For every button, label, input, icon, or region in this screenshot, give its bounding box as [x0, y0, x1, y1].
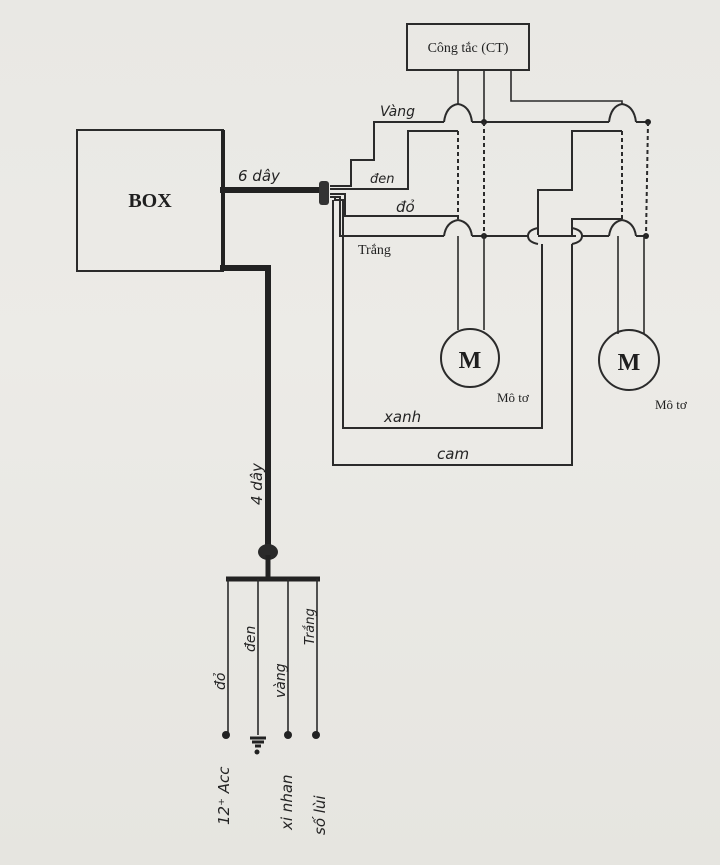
- motor-1-circle: [440, 328, 500, 388]
- label-wire-cam: cam: [437, 445, 469, 463]
- motor-2-circle: [598, 329, 660, 391]
- box-label: BOX: [128, 190, 172, 212]
- crossover-vang-1: [443, 102, 473, 123]
- crossover-trang-4: [608, 218, 637, 237]
- connector-6: [319, 181, 329, 205]
- label-wire-vang: vàng: [273, 663, 289, 698]
- wire-do-right: [571, 218, 622, 236]
- label-wire-den-top: đen: [370, 172, 395, 187]
- wire-den-route: [330, 130, 458, 190]
- motor-2-symbol: M: [618, 350, 641, 376]
- motor-1-label: Mô tơ: [497, 390, 530, 405]
- label-wire-vang-top: Vàng: [380, 104, 415, 120]
- motor-1-symbol: M: [459, 348, 482, 374]
- label-wire-do-top: đỏ: [396, 198, 415, 216]
- cable-4-label: 4 dây: [248, 462, 266, 505]
- label-wire-xanh: xanh: [383, 408, 421, 426]
- crossover-trang-1: [443, 218, 473, 237]
- label-terminal-acc: 12⁺ Acc: [215, 766, 233, 825]
- label-wire-den: đen: [243, 626, 259, 652]
- terminal-trang: [312, 731, 320, 739]
- wire-vang-route: [330, 121, 444, 187]
- label-wire-do: đỏ: [213, 672, 229, 690]
- crossover-vang-2: [608, 102, 637, 123]
- wire-den-right: [537, 130, 622, 235]
- wire-do-route: [330, 193, 458, 217]
- motor-2-label: Mô tơ: [655, 397, 688, 412]
- terminal-do: [222, 731, 230, 739]
- connector-4: [258, 544, 278, 560]
- label-terminal-solui: số lùi: [311, 795, 329, 835]
- dashed-link-4: [645, 121, 649, 237]
- cable-6-label: 6 dây: [238, 167, 281, 185]
- ground-icon: [250, 736, 266, 755]
- label-wire-trang: Trắng: [303, 608, 318, 645]
- switch-label: Công tắc (CT): [428, 41, 509, 56]
- crossover-trang-2: [526, 227, 539, 245]
- label-terminal-xinhan: xi nhan: [278, 774, 296, 831]
- switch-leg-3: [510, 70, 623, 104]
- wire-xanh-route: [334, 197, 543, 429]
- label-wire-trang-top: Trắng: [358, 243, 391, 258]
- wire-cam-route: [332, 200, 573, 466]
- cable-4-wires: [220, 265, 271, 558]
- terminal-vang: [284, 731, 292, 739]
- switch-rect: [406, 23, 530, 71]
